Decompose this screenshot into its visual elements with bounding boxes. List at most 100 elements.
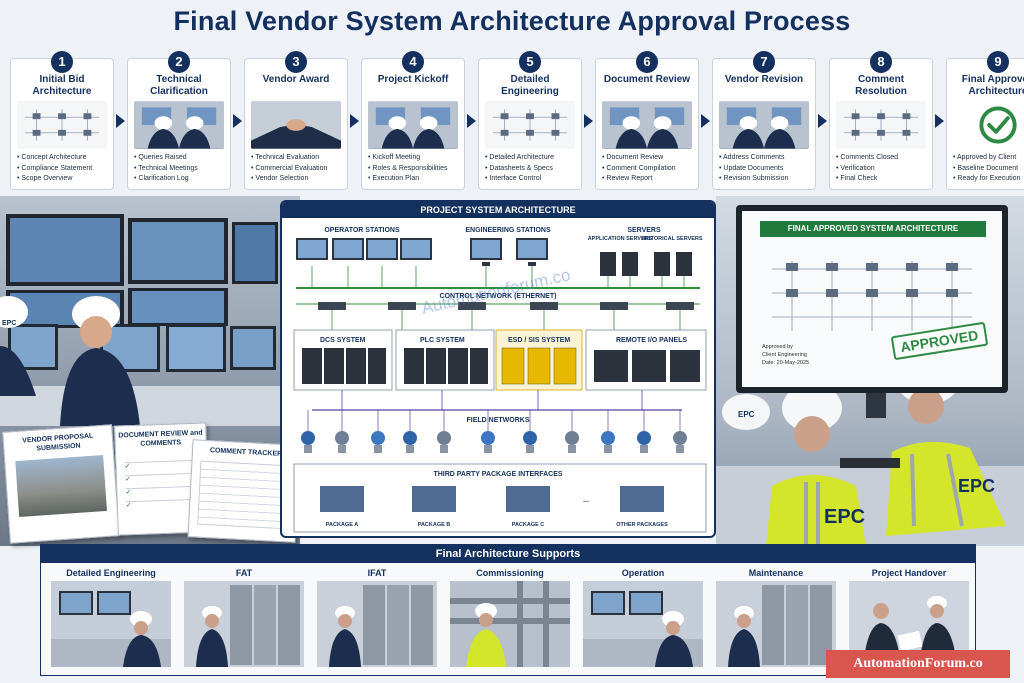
step-bullet: Update Documents	[719, 164, 811, 175]
step-title: Initial Bid Architecture	[32, 74, 92, 97]
package-c-label: PACKAGE C	[512, 522, 545, 528]
supports-title: Final Architecture Supports	[41, 545, 975, 563]
step-illustration	[719, 101, 809, 149]
step-bullet: Approved by Client	[953, 153, 1024, 164]
step-number: 5	[519, 51, 541, 73]
device-body	[440, 445, 448, 453]
support-item: Operation	[579, 567, 707, 673]
transmitter-icon	[523, 431, 537, 445]
step-bullet: Revision Submission	[719, 174, 811, 185]
step-number: 3	[285, 51, 307, 73]
cabinet-icon	[716, 581, 836, 667]
step-bullet: Baseline Document	[953, 164, 1024, 175]
step-illustration	[17, 101, 107, 149]
architecture-title: PROJECT SYSTEM ARCHITECTURE	[282, 202, 714, 218]
pipe-icon	[450, 581, 570, 667]
package-b-label: PACKAGE B	[418, 522, 451, 528]
support-item: FAT	[180, 567, 308, 673]
step-bullet: Comment Compilation	[602, 164, 694, 175]
transmitter-icon	[371, 431, 385, 445]
step-bullet: Datasheets & Specs	[485, 164, 577, 175]
refinery-photo	[15, 454, 107, 517]
step-illustration	[251, 101, 341, 149]
step-bullet: Execution Plan	[368, 174, 460, 185]
step-bullet: Verification	[836, 164, 928, 175]
system-architecture-panel: PROJECT SYSTEM ARCHITECTURE OPERATOR STA…	[280, 200, 716, 538]
monitor-screen	[402, 240, 430, 258]
monitor-screen	[368, 240, 396, 258]
architecture-diagram: OPERATOR STATIONS ENGINEERING STATIONS S…	[293, 227, 707, 533]
step-bullet: Commercial Evaluation	[251, 164, 343, 175]
step-bullet: Interface Control	[485, 174, 577, 185]
step-bullets: Document ReviewComment CompilationReview…	[602, 153, 694, 185]
step-illustration	[134, 101, 224, 149]
step-bullet: Vendor Selection	[251, 174, 343, 185]
arrow-right-icon	[701, 114, 710, 128]
support-label: Commissioning	[476, 568, 544, 578]
transmitter-icon	[637, 431, 651, 445]
arrow-right-icon	[935, 114, 944, 128]
dcs-label: DCS SYSTEM	[320, 337, 366, 344]
step-bullet: Concept Architecture	[17, 153, 109, 164]
support-label: IFAT	[367, 568, 387, 578]
approved-by-line2: Client Engineering	[762, 352, 807, 358]
step-title: Comment Resolution	[855, 74, 907, 97]
step-bullet: Kickoff Meeting	[368, 153, 460, 164]
rio-label: REMOTE I/O PANELS	[616, 337, 687, 344]
step-bullet: Final Check	[836, 174, 928, 185]
support-label: Detailed Engineering	[66, 568, 156, 578]
arrow-right-icon	[818, 114, 827, 128]
transmitter-icon	[335, 431, 349, 445]
approval-info: Approved by Client Engineering Date: 20-…	[762, 343, 809, 367]
step-number: 6	[636, 51, 658, 73]
page-title: Final Vendor System Architecture Approva…	[173, 6, 851, 36]
step-bullet: Ready for Execution	[953, 174, 1024, 185]
step-bullet: Address Comments	[719, 153, 811, 164]
operator-station-monitors	[296, 238, 432, 260]
arrow-right-icon	[584, 114, 593, 128]
step-bullet: Comments Closed	[836, 153, 928, 164]
step-title: Project Kickoff	[377, 74, 449, 85]
step-bullets: Comments ClosedVerificationFinal Check	[836, 153, 928, 185]
step-number: 8	[870, 51, 892, 73]
monitor-icon	[583, 581, 703, 667]
support-label: FAT	[235, 568, 253, 578]
cabinet-icon	[317, 581, 437, 667]
approved-diagram	[772, 261, 972, 331]
device-body	[406, 445, 414, 453]
third-party-label: THIRD PARTY PACKAGE INTERFACES	[433, 471, 562, 478]
step-bullet: Compliance Statement	[17, 164, 109, 175]
step-title: Detailed Engineering	[501, 74, 559, 97]
step-bullets: Approved by ClientBaseline DocumentReady…	[953, 153, 1024, 185]
step-bullet: Technical Meetings	[134, 164, 226, 175]
device-body	[568, 445, 576, 453]
field-devices	[301, 410, 687, 453]
step-illustration	[836, 101, 926, 149]
support-label: Maintenance	[748, 568, 804, 578]
step-bullets: Queries RaisedTechnical MeetingsClarific…	[134, 153, 226, 185]
step-illustration	[602, 101, 692, 149]
footer-badge: AutomationForum.co	[826, 650, 1010, 678]
approved-screen: FINAL APPROVED SYSTEM ARCHITECTURE Appro…	[742, 211, 1002, 387]
step-number: 2	[168, 51, 190, 73]
check-icon	[953, 101, 1024, 149]
vest-label: EPC	[958, 476, 996, 496]
step-bullet: Review Report	[602, 174, 694, 185]
other-packages-label: OTHER PACKAGES	[616, 522, 668, 528]
arrow-right-icon	[233, 114, 242, 128]
step-title: Vendor Revision	[724, 74, 804, 85]
vest-label: EPC	[824, 506, 866, 528]
transmitter-icon	[481, 431, 495, 445]
approved-by-line1: Approved by	[762, 344, 793, 350]
plc-label: PLC SYSTEM	[420, 337, 465, 344]
step-bullets: Concept ArchitectureCompliance Statement…	[17, 153, 109, 185]
step-number: 7	[753, 51, 775, 73]
approval-date: Date: 20-May-2025	[762, 360, 810, 366]
device-body	[338, 445, 346, 453]
device-body	[604, 445, 612, 453]
approved-header: FINAL APPROVED SYSTEM ARCHITECTURE	[760, 221, 986, 237]
